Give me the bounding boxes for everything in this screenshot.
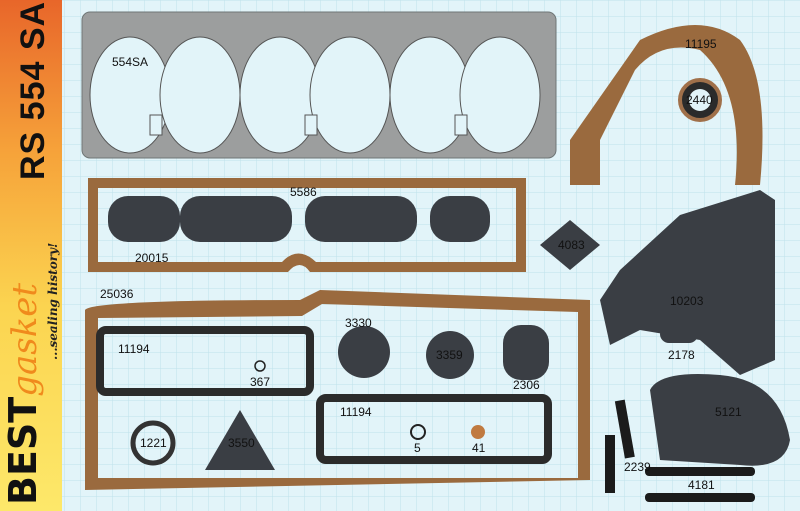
- head-gasket: [81, 11, 557, 159]
- label-2178: 2178: [668, 348, 695, 362]
- label-4181: 4181: [688, 478, 715, 492]
- gasket-3359: [426, 331, 474, 379]
- label-1221: 1221: [140, 436, 167, 450]
- gasket-2306: [503, 325, 549, 380]
- label-554SA: 554SA: [112, 55, 148, 69]
- label-3550: 3550: [228, 436, 255, 450]
- label-367: 367: [250, 375, 270, 389]
- gasket-3550: [205, 410, 275, 470]
- gasket-3330: [338, 326, 390, 378]
- label-41: 41: [472, 441, 486, 455]
- timing-cover-gasket: [570, 25, 763, 185]
- label-25036: 25036: [100, 287, 134, 301]
- seal-11194-right: [316, 394, 552, 464]
- brand-banner: RS 554 SA BESTgasket ...sealing history!: [0, 0, 62, 511]
- label-20015: 20015: [135, 251, 169, 265]
- set-code: RS 554 SA: [14, 0, 52, 180]
- logo-best: BEST: [1, 396, 45, 505]
- seal-4181b: [645, 493, 755, 502]
- label-10203: 10203: [670, 294, 704, 308]
- gasket-set-photo: 554SA 11195 2440 5586 20015 4083 25036 1…: [62, 0, 800, 511]
- label-11194-right: 11194: [340, 405, 372, 419]
- seal-2239b: [605, 435, 615, 493]
- label-5586: 5586: [290, 185, 317, 199]
- washer-41: [471, 425, 485, 439]
- gasket-4083: [540, 220, 600, 270]
- label-3359: 3359: [436, 348, 463, 362]
- label-11195: 11195: [685, 37, 717, 51]
- label-5: 5: [414, 441, 421, 455]
- front-plate-gasket: [600, 190, 775, 375]
- label-4083: 4083: [558, 238, 585, 252]
- label-11194-left: 11194: [118, 342, 150, 356]
- label-2306: 2306: [513, 378, 540, 392]
- oring-5: [410, 424, 426, 440]
- seal-11194-left: [96, 326, 314, 396]
- logo-gasket: gasket: [5, 282, 45, 397]
- label-5121: 5121: [715, 405, 742, 419]
- label-3330: 3330: [345, 316, 372, 330]
- oring-367: [254, 360, 266, 372]
- seal-2239a: [614, 399, 635, 459]
- ring-1221: [130, 420, 176, 466]
- part-labels: 554SA 11195 2440 5586 20015 4083 25036 1…: [100, 37, 742, 492]
- label-2239: 2239: [624, 460, 651, 474]
- slogan: ...sealing history!: [46, 242, 60, 360]
- label-2440: 2440: [686, 93, 713, 107]
- manifold-gaskets: [108, 196, 490, 242]
- oil-pan-gasket: [85, 290, 590, 490]
- gasket-2178: [660, 325, 698, 343]
- seal-4181a: [645, 467, 755, 476]
- water-pump-gasket: [650, 374, 790, 466]
- valve-cover-gasket: [88, 178, 526, 272]
